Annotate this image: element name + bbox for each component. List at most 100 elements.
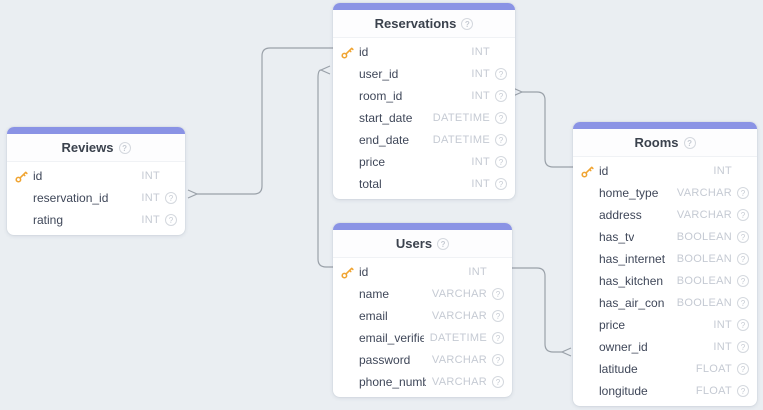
field-row[interactable]: id INT (573, 160, 757, 182)
nullable-icon: ? (737, 187, 749, 199)
field-type: DATETIME (429, 332, 487, 344)
primary-key-icon (581, 166, 594, 178)
field-row[interactable]: room_id INT ? (333, 85, 515, 107)
field-row[interactable]: id INT (7, 165, 185, 187)
field-row[interactable]: start_date DATETIME ? (333, 107, 515, 129)
field-row[interactable]: name VARCHAR ? (333, 283, 512, 305)
field-type: INT (471, 46, 490, 58)
nullable-icon: ? (495, 112, 507, 124)
primary-key-icon (341, 47, 354, 59)
table-header[interactable]: Rooms ? (573, 129, 757, 157)
primary-key-icon (15, 171, 28, 183)
field-type: INT (471, 68, 490, 80)
table-header[interactable]: Reservations ? (333, 10, 515, 38)
field-type: VARCHAR (431, 310, 487, 322)
field-type: BOOLEAN (676, 253, 732, 265)
field-row[interactable]: password VARCHAR ? (333, 349, 512, 371)
table-name: Rooms (634, 135, 679, 150)
nullable-icon: ? (495, 90, 507, 102)
field-name: price (359, 155, 386, 169)
field-row[interactable]: has_air_con BOOLEAN ? (573, 292, 757, 314)
table-help-icon[interactable]: ? (683, 136, 696, 149)
field-type: BOOLEAN (676, 297, 732, 309)
field-type: INT (141, 170, 160, 182)
field-type: INT (468, 266, 487, 278)
table-reservations[interactable]: Reservations ? id INT user_id INT ? room… (333, 3, 515, 199)
table-reviews[interactable]: Reviews ? id INT reservation_id INT ? ra… (7, 127, 185, 235)
field-row[interactable]: id INT (333, 261, 512, 283)
field-row[interactable]: has_kitchen BOOLEAN ? (573, 270, 757, 292)
field-type: INT (713, 341, 732, 353)
field-name: price (599, 318, 626, 332)
nullable-icon: ? (492, 376, 504, 388)
field-name: address (599, 208, 642, 222)
field-name: id (359, 265, 369, 279)
field-type: VARCHAR (676, 209, 732, 221)
relation-reviews-reservations[interactable] (187, 47, 333, 199)
field-row[interactable]: price INT ? (333, 151, 515, 173)
table-header[interactable]: Users ? (333, 230, 512, 258)
field-row[interactable]: total INT ? (333, 173, 515, 195)
field-row[interactable]: address VARCHAR ? (573, 204, 757, 226)
table-rooms[interactable]: Rooms ? id INT home_type VARCHAR ? addre… (573, 122, 757, 406)
field-row[interactable]: price INT ? (573, 314, 757, 336)
nullable-icon: ? (737, 231, 749, 243)
field-type: INT (713, 165, 732, 177)
field-row[interactable]: reservation_id INT ? (7, 187, 185, 209)
field-row[interactable]: has_tv BOOLEAN ? (573, 226, 757, 248)
nullable-icon: ? (737, 253, 749, 265)
field-name: owner_id (599, 340, 648, 354)
field-name: name (359, 287, 390, 301)
field-row[interactable]: owner_id INT ? (573, 336, 757, 358)
primary-key-icon (341, 267, 354, 279)
field-type: FLOAT (695, 363, 732, 375)
field-row[interactable]: id INT (333, 41, 515, 63)
nullable-icon: ? (737, 275, 749, 287)
field-row[interactable]: has_internet BOOLEAN ? (573, 248, 757, 270)
relation-rooms-users[interactable] (510, 267, 572, 357)
nullable-icon: ? (492, 288, 504, 300)
relation-reservations-rooms[interactable] (512, 87, 573, 168)
field-type: VARCHAR (431, 376, 487, 388)
table-help-icon[interactable]: ? (437, 237, 450, 250)
nullable-icon: ? (737, 385, 749, 397)
nullable-icon: ? (165, 192, 177, 204)
nullable-icon: ? (737, 363, 749, 375)
field-row[interactable]: rating INT ? (7, 209, 185, 231)
field-row[interactable]: latitude FLOAT ? (573, 358, 757, 380)
field-name: start_date (359, 111, 413, 125)
field-name: email (359, 309, 388, 323)
field-type: VARCHAR (431, 354, 487, 366)
field-name: room_id (359, 89, 403, 103)
table-users[interactable]: Users ? id INT name VARCHAR ? email VARC… (333, 223, 512, 397)
nullable-icon: ? (495, 68, 507, 80)
field-type: DATETIME (432, 134, 490, 146)
field-name: has_internet (599, 252, 666, 266)
arrowhead-icon (187, 189, 199, 199)
field-row[interactable]: home_type VARCHAR ? (573, 182, 757, 204)
table-help-icon[interactable]: ? (118, 141, 131, 154)
table-help-icon[interactable]: ? (461, 17, 474, 30)
field-row[interactable]: email VARCHAR ? (333, 305, 512, 327)
field-type: INT (141, 192, 160, 204)
field-type: INT (471, 156, 490, 168)
field-name: end_date (359, 133, 410, 147)
arrowhead-icon (319, 65, 331, 75)
field-row[interactable]: longitude FLOAT ? (573, 380, 757, 402)
nullable-icon: ? (495, 134, 507, 146)
field-row[interactable]: end_date DATETIME ? (333, 129, 515, 151)
field-name: has_air_con (599, 296, 665, 310)
field-row[interactable]: user_id INT ? (333, 63, 515, 85)
table-name: Reviews (61, 140, 114, 155)
field-type: INT (141, 214, 160, 226)
field-row[interactable]: phone_number VARCHAR ? (333, 371, 512, 393)
table-header[interactable]: Reviews ? (7, 134, 185, 162)
field-name: has_kitchen (599, 274, 664, 288)
relation-reservations-users[interactable] (317, 65, 333, 268)
nullable-icon: ? (737, 319, 749, 331)
field-name: total (359, 177, 382, 191)
arrowhead-icon (560, 347, 572, 357)
field-row[interactable]: email_verified_ DATETIME ? (333, 327, 512, 349)
